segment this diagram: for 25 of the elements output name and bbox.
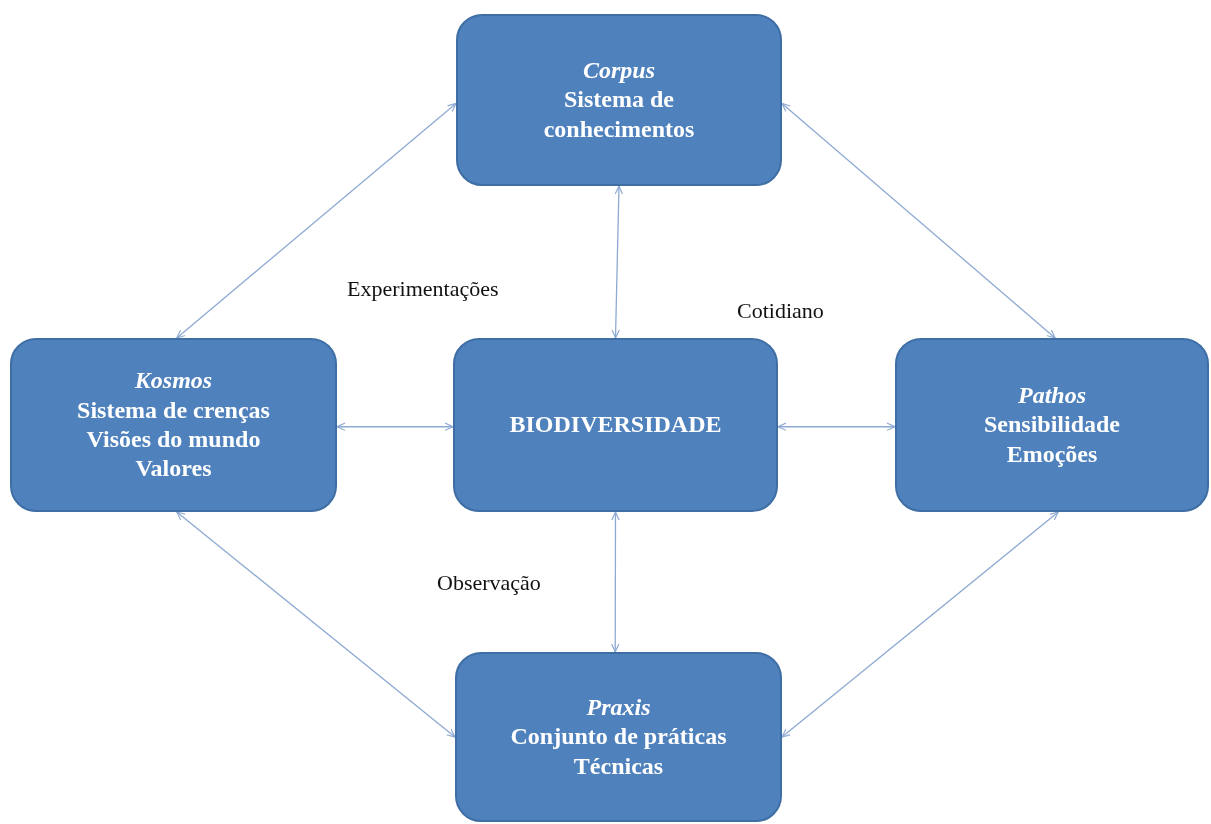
box-text: Sensibilidade Emoções xyxy=(982,410,1122,469)
box-text: Conjunto de práticas Técnicas xyxy=(509,722,728,781)
double-arrow xyxy=(611,511,620,653)
double-arrow xyxy=(781,102,1056,339)
annotation-text: Cotidiano xyxy=(737,298,824,324)
process-box xyxy=(10,338,337,512)
box-heading: Kosmos xyxy=(134,366,213,396)
annotation-text: Experimentações xyxy=(347,276,499,302)
double-arrow xyxy=(176,511,456,738)
double-arrow xyxy=(336,422,454,431)
double-arrow xyxy=(777,422,896,431)
box-heading: Corpus xyxy=(582,56,655,86)
process-box xyxy=(453,338,778,512)
box-text: Sistema de conhecimentos xyxy=(542,85,696,144)
annotation-text: Observação xyxy=(437,570,541,596)
double-arrow xyxy=(176,102,457,339)
box-text: BIODIVERSIDADE xyxy=(509,410,722,440)
double-arrow xyxy=(781,511,1059,738)
process-box xyxy=(455,652,782,822)
process-box xyxy=(456,14,782,186)
process-box xyxy=(895,338,1209,512)
box-heading: Pathos xyxy=(1018,381,1086,411)
box-text: Sistema de crenças Visões do mundo Valores xyxy=(76,395,271,484)
box-heading: Praxis xyxy=(586,693,651,723)
double-arrow xyxy=(611,185,623,339)
